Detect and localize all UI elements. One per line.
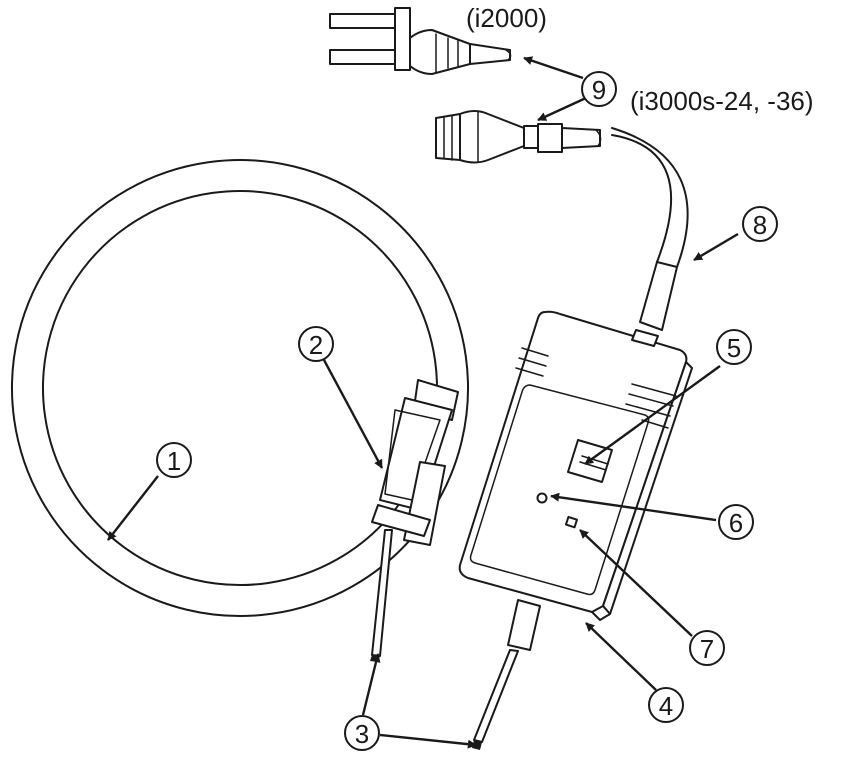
leader-arrow-3b [379, 733, 477, 749]
status-indicator [564, 515, 578, 529]
coil-tail [371, 529, 393, 657]
leader-arrows [107, 56, 739, 749]
callout-8: 8 [742, 206, 778, 242]
leader-arrow-9a [523, 56, 584, 80]
leader-arrow-5 [584, 365, 721, 465]
callout-9: 9 [581, 71, 617, 107]
callout-7: 7 [689, 630, 725, 666]
lower-cable [472, 599, 541, 750]
leader-arrow-4 [585, 622, 657, 691]
callout-6-label: 6 [729, 508, 743, 538]
model-label-i2000: (i2000) [466, 3, 547, 33]
leader-arrow-8 [693, 232, 739, 262]
callout-1-label: 1 [167, 446, 181, 476]
bnc-connector-i3000s [435, 110, 602, 164]
leader-arrow-2 [322, 359, 384, 469]
probe-box [458, 310, 693, 621]
leader-arrow-7 [579, 529, 693, 637]
leader-arrow-1 [107, 475, 159, 541]
callout-2-label: 2 [309, 330, 323, 360]
led-indicator [536, 492, 548, 504]
leader-arrow-6 [550, 492, 717, 522]
leader-arrow-9b [537, 96, 587, 122]
callout-5: 5 [716, 329, 752, 365]
callout-1: 1 [156, 442, 192, 478]
callout-3-label: 3 [355, 719, 369, 749]
callout-3: 3 [344, 715, 380, 751]
callout-4: 4 [648, 687, 684, 723]
flexible-coil [10, 158, 469, 657]
leader-arrow-3a [361, 653, 381, 716]
callout-8-label: 8 [753, 210, 767, 240]
callout-2: 2 [298, 326, 334, 362]
model-label-i3000s: (i3000s-24, -36) [630, 86, 814, 116]
coil-coupling-latch [370, 379, 459, 662]
callout-4-label: 4 [659, 691, 673, 721]
output-cable [611, 127, 689, 347]
callout-9-label: 9 [592, 75, 606, 105]
callout-7-label: 7 [700, 634, 714, 664]
callout-5-label: 5 [727, 333, 741, 363]
callout-6: 6 [718, 504, 754, 540]
banana-plug-i2000 [329, 7, 512, 75]
